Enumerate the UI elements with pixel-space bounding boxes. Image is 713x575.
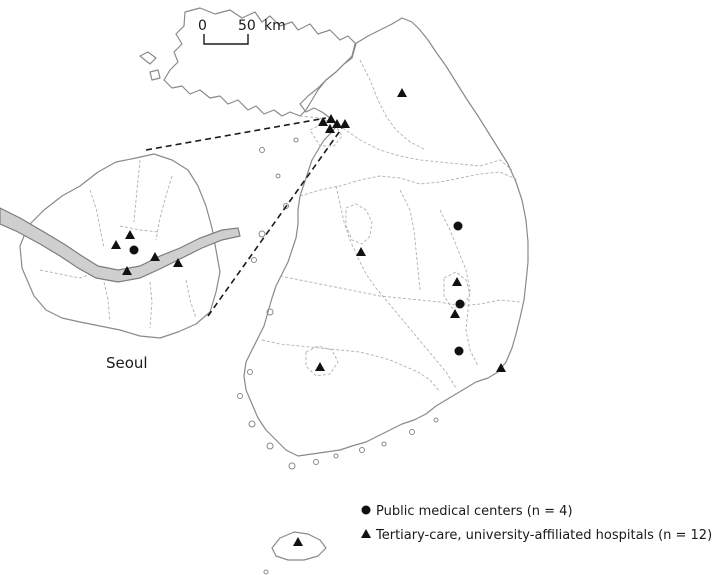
- tertiary-hospital-marker: [325, 124, 335, 133]
- tertiary-hospital-marker: [150, 252, 160, 261]
- tertiary-hospital-marker: [318, 117, 328, 126]
- tertiary-hospital-marker: [173, 258, 183, 267]
- tertiary-hospital-marker: [111, 240, 121, 249]
- tertiary-hospital-marker: [496, 363, 506, 372]
- jeju-island: [263, 531, 327, 575]
- han-river: [0, 207, 241, 283]
- provincial-boundaries: [261, 59, 521, 393]
- tertiary-hospital-marker: [122, 266, 132, 275]
- legend: Public medical centers (n = 4) Tertiary-…: [361, 504, 712, 543]
- tertiary-hospital-marker: [340, 119, 350, 128]
- hospital-markers: [111, 88, 506, 546]
- tertiary-hospital-marker: [332, 119, 342, 128]
- tertiary-hospital-marker: [452, 277, 462, 286]
- public-medical-center-marker: [455, 299, 465, 309]
- scale-distance-label: 50: [238, 18, 256, 34]
- north-korea-outline: [139, 7, 357, 117]
- tertiary-hospital-marker: [315, 362, 325, 371]
- south-korea-mainland: [243, 17, 529, 457]
- legend-public-label: Public medical centers (n = 4): [376, 504, 573, 519]
- scale-zero-label: 0: [198, 18, 207, 34]
- tertiary-hospital-marker: [356, 247, 366, 256]
- tertiary-hospital-marker: [326, 114, 336, 123]
- public-medical-center-marker: [454, 346, 464, 356]
- public-medical-center-marker: [453, 221, 463, 231]
- inset-connector-lines: [145, 117, 343, 317]
- public-medical-center-marker: [129, 245, 139, 255]
- legend-tertiary-label: Tertiary-care, university-affiliated hos…: [375, 528, 712, 543]
- seoul-label: Seoul: [106, 354, 148, 372]
- tertiary-hospital-marker: [293, 537, 303, 546]
- tertiary-hospital-marker: [397, 88, 407, 97]
- legend-circle-icon: [361, 505, 371, 515]
- tertiary-hospital-marker: [125, 230, 135, 239]
- scale-bar: 0 50 km: [198, 18, 286, 45]
- seoul-inset: [0, 153, 241, 339]
- coastal-islets: [237, 137, 439, 470]
- legend-triangle-icon: [361, 529, 371, 538]
- scale-unit-label: km: [264, 18, 286, 34]
- tertiary-hospital-marker: [450, 309, 460, 318]
